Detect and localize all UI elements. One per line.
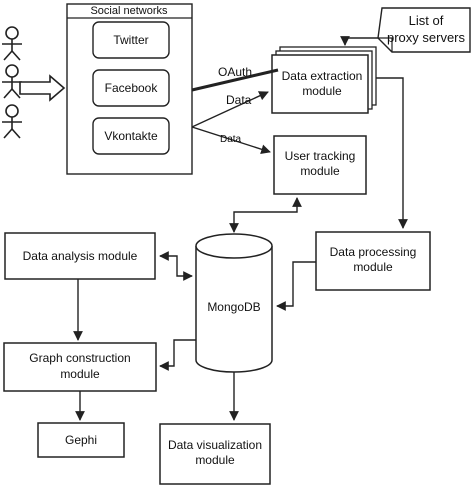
analysis-mongodb-connector — [159, 251, 193, 281]
proxy-label-line2: proxy servers — [387, 30, 466, 45]
extraction-label-line2: module — [302, 84, 342, 98]
data-label-tracking: Data — [220, 134, 242, 145]
proxy-servers-box: List of proxy servers — [377, 7, 471, 53]
tracking-label-line2: module — [300, 164, 340, 178]
user-figure-3 — [2, 104, 22, 139]
processing-to-mongodb-arrow — [276, 261, 316, 311]
user-figure-2 — [2, 64, 22, 99]
analysis-label: Data analysis module — [23, 249, 138, 263]
processing-label-line1: Data processing — [330, 245, 417, 259]
mongodb-label: MongoDB — [207, 300, 260, 314]
graph-construction-module: Graph construction module — [3, 342, 157, 392]
social-networks-title: Social networks — [90, 5, 168, 17]
users-to-networks-arrow — [19, 74, 66, 102]
mongodb-cylinder: MongoDB — [195, 233, 273, 373]
gephi-box: Gephi — [37, 422, 125, 458]
graph-label-line1: Graph construction — [29, 351, 130, 365]
proxy-label-line1: List of — [409, 13, 444, 28]
data-to-extraction-arrow — [191, 91, 269, 128]
facebook-box: Facebook — [92, 69, 170, 107]
data-analysis-module: Data analysis module — [4, 232, 156, 280]
processing-label-line2: module — [353, 260, 393, 274]
gephi-label: Gephi — [65, 433, 97, 447]
proxy-to-extraction-arrow — [340, 36, 378, 46]
data-visualization-module: Data visualization module — [159, 423, 271, 485]
extraction-to-processing-arrow — [376, 77, 408, 229]
twitter-label: Twitter — [113, 33, 148, 47]
oauth-label: OAuth — [218, 65, 252, 79]
graph-label-line2: module — [60, 367, 100, 381]
visualization-label-line2: module — [195, 453, 235, 467]
data-to-tracking-arrow — [191, 126, 271, 154]
mongodb-to-graph-arrow — [159, 339, 196, 371]
twitter-box: Twitter — [92, 21, 170, 59]
data-label-extraction: Data — [226, 93, 252, 107]
data-processing-module: Data processing module — [315, 231, 431, 291]
user-figure-1 — [2, 26, 22, 61]
oauth-connector — [191, 68, 279, 92]
extraction-label-line1: Data extraction — [282, 69, 363, 83]
visualization-label-line1: Data visualization — [168, 438, 262, 452]
user-tracking-module: User tracking module — [273, 135, 367, 195]
mongodb-tracking-connector — [229, 197, 302, 233]
tracking-label-line1: User tracking — [285, 149, 356, 163]
facebook-label: Facebook — [105, 81, 159, 95]
vkontakte-box: Vkontakte — [92, 117, 170, 155]
vkontakte-label: Vkontakte — [104, 129, 158, 143]
data-extraction-module: Data extraction module — [271, 46, 377, 114]
